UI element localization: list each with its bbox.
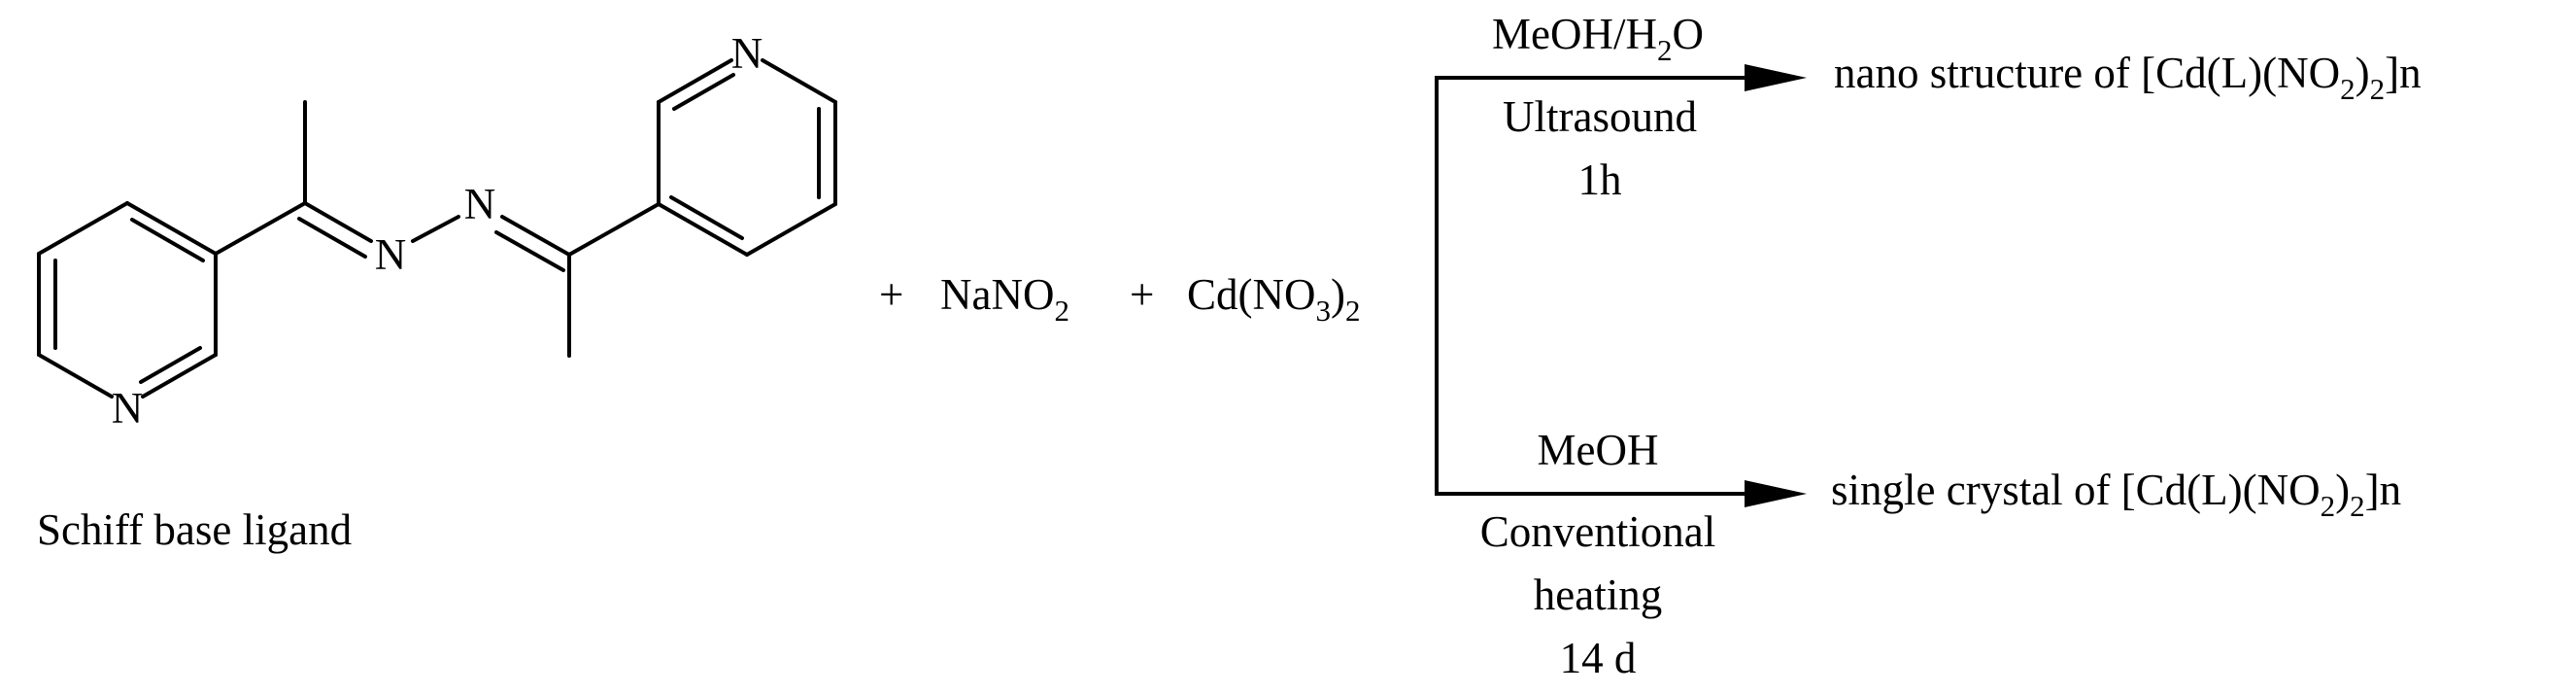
- cadmium-nitrate-main: Cd(NO: [1187, 270, 1316, 319]
- cadmium-nitrate-paren: ): [1331, 270, 1345, 319]
- upper-product-post: ]n: [2385, 49, 2422, 97]
- lower-product-pre: single crystal of [Cd(L)(NO: [1831, 466, 2321, 514]
- imine-double-bond-right: [500, 215, 571, 257]
- upper-product-pre: nano structure of [Cd(L)(NO: [1834, 49, 2340, 97]
- upper-condition-ultrasound: Ultrasound: [1503, 92, 1697, 141]
- bond-c2-to-ring: [567, 202, 661, 257]
- upper-condition-time: 1h: [1578, 156, 1622, 204]
- lower-product-sub1: 2: [2321, 489, 2336, 523]
- lower-condition-time: 14 d: [1560, 634, 1637, 682]
- upper-arrow-head: [1745, 64, 1807, 91]
- ligand-structure: N N N N: [37, 29, 837, 433]
- lower-condition-conventional: Conventional: [1480, 507, 1715, 556]
- left-pyridine-ring: [37, 201, 218, 399]
- upper-solvent-pre: MeOH/H: [1492, 10, 1657, 58]
- lower-condition-heating: heating: [1534, 571, 1662, 619]
- lower-product-mid: ): [2335, 466, 2350, 514]
- upper-solvent-label: MeOH/H2O: [1492, 10, 1704, 67]
- sodium-nitrite-main: NaNO: [940, 270, 1054, 319]
- upper-product: nano structure of [Cd(L)(NO2)2]n: [1834, 49, 2422, 106]
- lower-product-post: ]n: [2365, 466, 2402, 514]
- right-ring-nitrogen: N: [731, 29, 763, 78]
- plus-sign-2: +: [1130, 270, 1154, 319]
- upper-solvent-sub: 2: [1657, 33, 1673, 67]
- azine-nitrogen-2: N: [464, 180, 496, 228]
- cadmium-nitrate-sub: 3: [1316, 294, 1332, 328]
- upper-product-sub2: 2: [2370, 72, 2386, 106]
- bond-ring-to-c1: [214, 201, 307, 256]
- plus-sign-1: +: [879, 270, 903, 319]
- right-pyridine-ring: [657, 58, 837, 257]
- imine-double-bond-left-2: [297, 217, 367, 259]
- upper-product-sub1: 2: [2340, 72, 2356, 106]
- imine-double-bond-left: [303, 201, 373, 243]
- cadmium-nitrate: Cd(NO3)2: [1187, 270, 1361, 328]
- lower-solvent-label: MeOH: [1538, 426, 1659, 474]
- lower-product: single crystal of [Cd(L)(NO2)2]n: [1831, 466, 2401, 523]
- n-n-bond: [411, 215, 460, 243]
- upper-product-mid: ): [2356, 49, 2370, 97]
- ligand-caption: Schiff base ligand: [37, 505, 352, 554]
- sodium-nitrite-sub: 2: [1054, 294, 1069, 328]
- sodium-nitrite: NaNO2: [940, 270, 1069, 328]
- upper-solvent-post: O: [1672, 10, 1704, 58]
- lower-product-sub2: 2: [2350, 489, 2365, 523]
- imine-double-bond-right-2: [494, 230, 565, 272]
- left-ring-nitrogen: N: [112, 384, 144, 433]
- azine-nitrogen-1: N: [375, 230, 407, 279]
- cadmium-nitrate-sub2: 2: [1345, 294, 1361, 328]
- lower-arrow-head: [1745, 480, 1807, 507]
